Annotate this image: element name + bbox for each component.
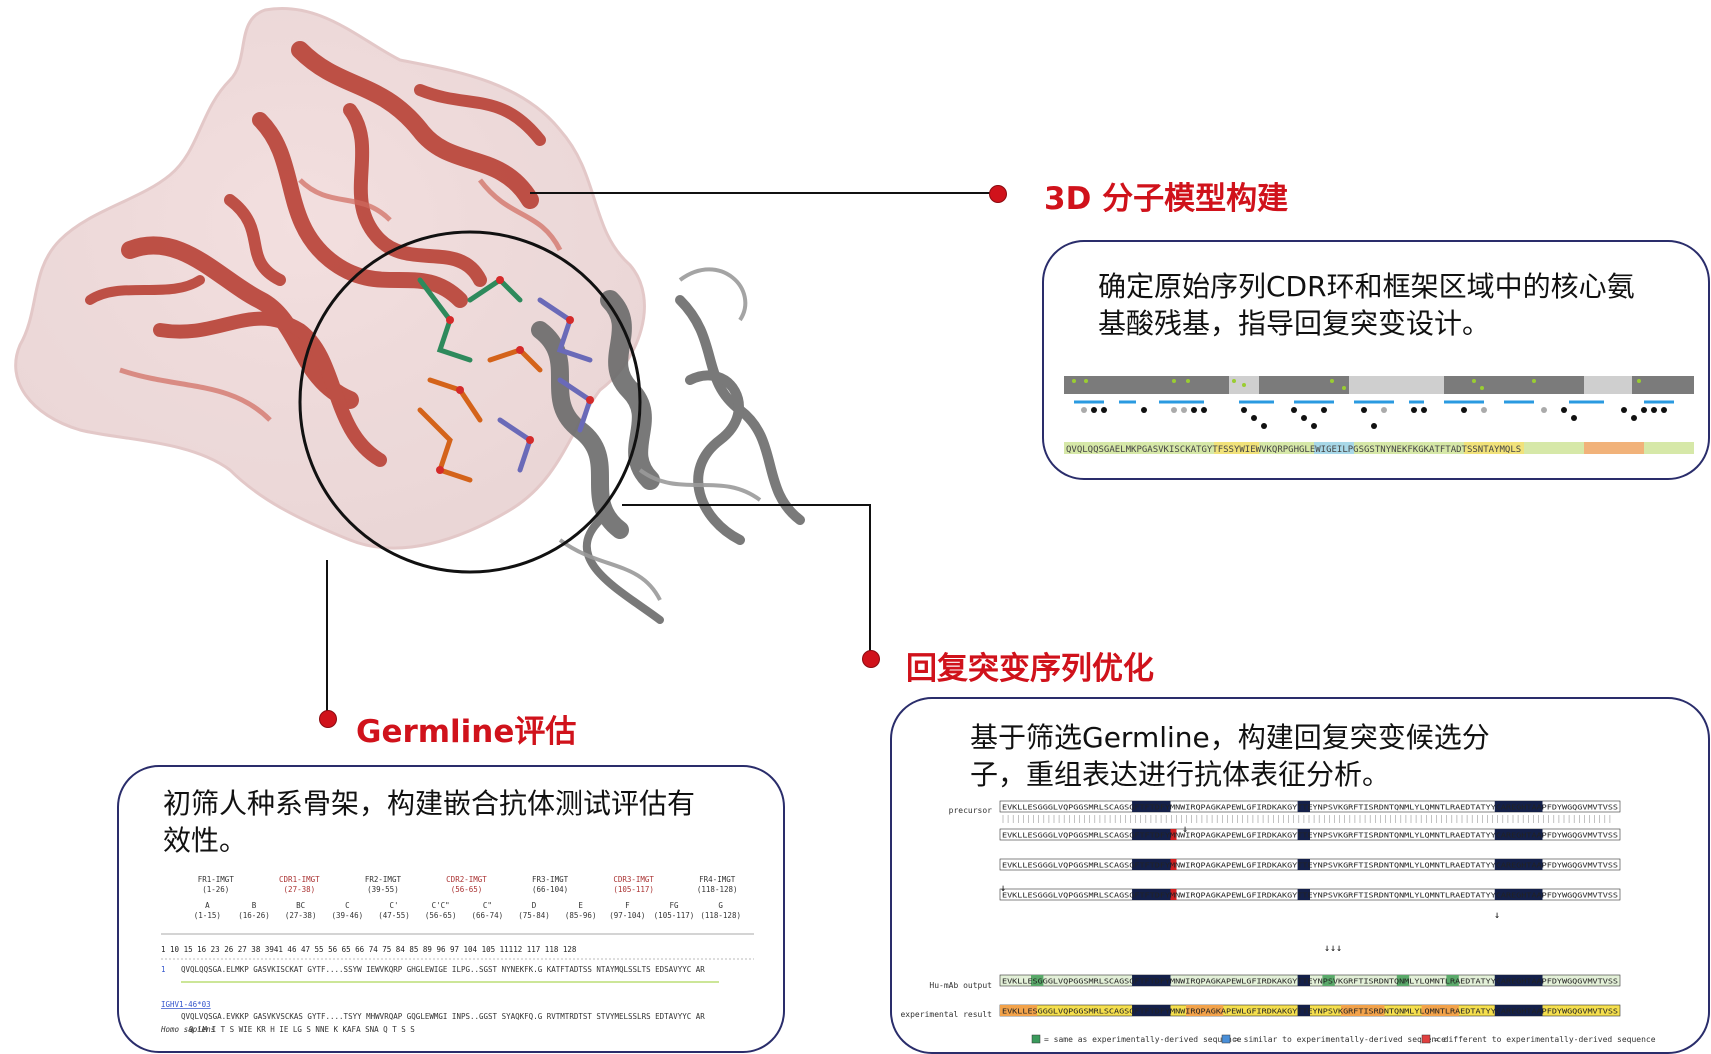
legend-item: = similar to experimentally-derived sequ… [1221, 1034, 1446, 1044]
optimize-card: 基于筛选Germline，构建回复突变候选分 子，重组表达进行抗体表征分析。 p… [890, 697, 1710, 1054]
optimize-title: 回复突变序列优化 [906, 651, 1154, 687]
legend-item: = different to experimentally-derived se… [1421, 1034, 1656, 1044]
gl-germline-seq: QVQLVQSGA.EVKKP GASVKVSCKAS GYTF....TSYY… [181, 1012, 705, 1021]
gl-strand-name: C" [483, 901, 492, 910]
gl-region-name: FR1-IMGT [198, 875, 235, 884]
germline-card: 初筛人种系骨架，构建嵌合抗体测试评估有 效性。 FR1-IMGT(1-26)CD… [117, 765, 785, 1053]
svg-text:EVKLLESGGGLVQPGGSMRLSCAGSGFTFT: EVKLLESGGGLVQPGGSMRLSCAGSGFTFTDFYMNWIRQP… [1002, 892, 1618, 900]
gl-strand-name: E [578, 901, 583, 910]
gl-strand-name: B [252, 901, 257, 910]
gl-region-name: FR2-IMGT [365, 875, 402, 884]
gl-strand-name: C'C" [432, 901, 450, 910]
svg-text:↓↓↓: ↓↓↓ [1324, 943, 1342, 954]
svg-text:EVKLLESGGGLVQPGGSMRLSCAGSGFTFT: EVKLLESGGGLVQPGGSMRLSCAGSGFTFTDFYMNWIRQP… [1002, 804, 1618, 812]
gl-region-range: (1-26) [202, 885, 229, 894]
gl-strand-name: F [625, 901, 630, 910]
alignment-row: EVKLLESGGGLVQPGGSMRLSCAGSGFTFTDFYMNWIRQP… [999, 858, 1621, 871]
svg-text:= different to experimentally-: = different to experimentally-derived se… [1434, 1035, 1656, 1044]
gl-region-name: CDR3-IMGT [613, 875, 654, 884]
gl-region-name: FR3-IMGT [532, 875, 569, 884]
gl-query-seq: QVQLQQSGA.ELMKP GASVKISCKAT GYTF....SSYW… [181, 965, 705, 974]
protein-structure-illustration [14, 7, 805, 624]
alignment-row: EVKLLESGGGLVQPGGSMRLSCAGSGFTFTDFYMNWIRQP… [999, 888, 1621, 901]
gl-strand-range: (105-117) [654, 911, 695, 920]
gl-strand-name: G [718, 901, 723, 910]
gl-region-name: CDR2-IMGT [446, 875, 487, 884]
gl-strand-name: FG [669, 901, 679, 910]
gl-strand-range: (75-84) [518, 911, 550, 920]
gl-strand-range: (56-65) [425, 911, 457, 920]
gl-strand-name: C' [389, 901, 398, 910]
svg-text:EVKLLESGGGLVQPGGSMRLSCAGSGFTFT: EVKLLESGGGLVQPGGSMRLSCAGSGFTFTDFYMNWIRQP… [1002, 832, 1618, 840]
gl-positions: 1 10 15 16 23 26 27 38 3941 46 47 55 56 … [161, 945, 577, 954]
gl-region-range: (66-104) [532, 885, 568, 894]
svg-text:↓: ↓ [1182, 824, 1188, 835]
gl-diff-residues: Q LM I T S WIE KR H IE LG S NNE K KAFA S… [189, 1025, 415, 1034]
gl-region-range: (56-65) [451, 885, 483, 894]
gl-strand-name: A [205, 901, 210, 910]
gl-strand-range: (39-46) [332, 911, 364, 920]
svg-text:QVQLQQSGAELMKPGASVKISCKATGYTFS: QVQLQQSGAELMKPGASVKISCKATGYTFSSYWIEWVKQR… [1066, 445, 1521, 455]
gl-region-name: CDR1-IMGT [279, 875, 320, 884]
svg-text:↓: ↓ [1494, 910, 1500, 921]
gl-row-label: 1 [161, 965, 166, 974]
optimize-desc: 基于筛选Germline，构建回复突变候选分 子，重组表达进行抗体表征分析。 [970, 721, 1490, 791]
aln-label-precursor: precursor [949, 806, 993, 815]
model-marker [989, 185, 1007, 203]
optimize-marker [862, 650, 880, 668]
gl-strand-name: BC [296, 901, 305, 910]
gl-strand-range: (47-55) [378, 911, 410, 920]
svg-text:= same as experimentally-deriv: = same as experimentally-derived sequenc… [1044, 1035, 1242, 1044]
gl-region-range: (118-128) [697, 885, 738, 894]
gl-region-range: (105-117) [613, 885, 654, 894]
residue-map-graphic: QVQLQQSGAELMKPGASVKISCKATGYTFSSYWIEWVKQR… [1064, 376, 1694, 455]
alignment-ticks [1002, 815, 1611, 823]
gl-strand-range: (85-96) [565, 911, 597, 920]
gl-strand-range: (118-128) [700, 911, 741, 920]
svg-text:= similar to experimentally-de: = similar to experimentally-derived sequ… [1234, 1035, 1446, 1044]
gl-strand-name: D [532, 901, 537, 910]
gl-germline-link[interactable]: IGHV1-46*03 [161, 1000, 211, 1009]
aln-label-experimental: experimental result [900, 1010, 992, 1019]
gl-strand-name: C [345, 901, 350, 910]
germline-title: Germline评估 [356, 714, 577, 750]
gl-region-name: FR4-IMGT [699, 875, 736, 884]
svg-text:↓: ↓ [1000, 883, 1006, 894]
germline-desc: 初筛人种系骨架，构建嵌合抗体测试评估有 效性。 [163, 787, 696, 857]
mutation-alignment-graphic: precursor Hu-mAb output experimental res… [900, 800, 1656, 1044]
model-card: 确定原始序列CDR环和框架区域中的核心氨 基酸残基，指导回复突变设计。 [1042, 240, 1710, 480]
germline-marker [319, 710, 337, 728]
svg-text:EVKLLESGGGLVQPGGSMRLSCAGSGFTFT: EVKLLESGGGLVQPGGSMRLSCAGSGFTFTDFYMNWIRQP… [1002, 862, 1618, 870]
alignment-row: EVKLLESGGGLVQPGGSMRLSCAGSGFTFTDFYMNWIRQP… [999, 974, 1621, 987]
aln-label-humab: Hu-mAb output [929, 981, 992, 990]
gl-strand-range: (1-15) [194, 911, 221, 920]
model-desc: 确定原始序列CDR环和框架区域中的核心氨 基酸残基，指导回复突变设计。 [1098, 270, 1635, 340]
alignment-row: EVKLLESGGGLVQPGGSMRLSCAGSGFTFTDFYMNWIRQP… [999, 828, 1621, 841]
svg-text:EVKLLESGGGLVQPGGSMRLSCAGSGFTFT: EVKLLESGGGLVQPGGSMRLSCAGSGFTFTDFYMNWIRQP… [1002, 1008, 1618, 1016]
gl-strand-range: (27-38) [285, 911, 317, 920]
gl-region-range: (27-38) [284, 885, 316, 894]
gl-species: Homo sapiens [160, 1025, 215, 1034]
gl-strand-range: (97-104) [609, 911, 645, 920]
svg-text:EVKLLESGGGLVQPGGSMRLSCAGSGFTFT: EVKLLESGGGLVQPGGSMRLSCAGSGFTFTDFYMNWIRQP… [1002, 978, 1618, 986]
gl-strand-range: (16-26) [238, 911, 270, 920]
alignment-row: EVKLLESGGGLVQPGGSMRLSCAGSGFTFTDFYMNWIRQP… [999, 800, 1621, 813]
alignment-row: EVKLLESGGGLVQPGGSMRLSCAGSGFTFTDFYMNWIRQP… [999, 1004, 1621, 1017]
legend-item: = same as experimentally-derived sequenc… [1031, 1034, 1242, 1044]
gl-strand-range: (66-74) [472, 911, 504, 920]
gl-region-range: (39-55) [367, 885, 399, 894]
model-title: 3D 分子模型构建 [1044, 181, 1289, 217]
germline-alignment-table: FR1-IMGT(1-26)CDR1-IMGT(27-38)FR2-IMGT(3… [160, 875, 754, 1034]
